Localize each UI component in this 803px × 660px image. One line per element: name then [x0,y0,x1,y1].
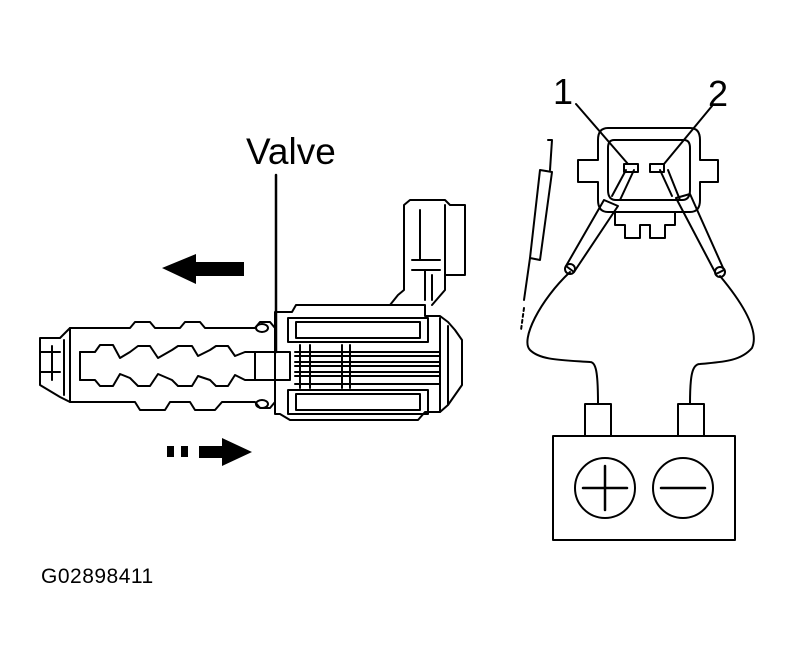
terminal-1[interactable] [624,164,638,172]
valve-spool[interactable] [80,345,290,386]
pin-1-leader [576,104,628,164]
spare-probe [521,140,552,330]
valve-sleeve [40,322,275,410]
o-ring [256,400,268,408]
positive-terminal-icon [575,458,635,518]
pin-2-leader [664,106,712,164]
dashed-arrow-right-icon [167,438,252,466]
probe-right[interactable] [660,170,725,277]
valve-label: Valve [246,131,336,172]
o-ring [256,324,268,332]
solenoid-connector [390,200,465,305]
oil-control-valve [40,175,465,420]
lead-wire-negative [690,276,754,404]
probe-left[interactable] [565,170,634,274]
arrow-left-icon [162,254,244,284]
pin-2-label: 2 [708,73,729,114]
terminal-2[interactable] [650,164,664,172]
connector-plug [578,128,718,238]
negative-terminal-icon [653,458,713,518]
battery [553,404,735,540]
pin-1-label: 1 [553,71,574,112]
lead-wire-positive [527,272,598,404]
solenoid-body [275,305,462,420]
figure-code: G02898411 [41,565,154,588]
